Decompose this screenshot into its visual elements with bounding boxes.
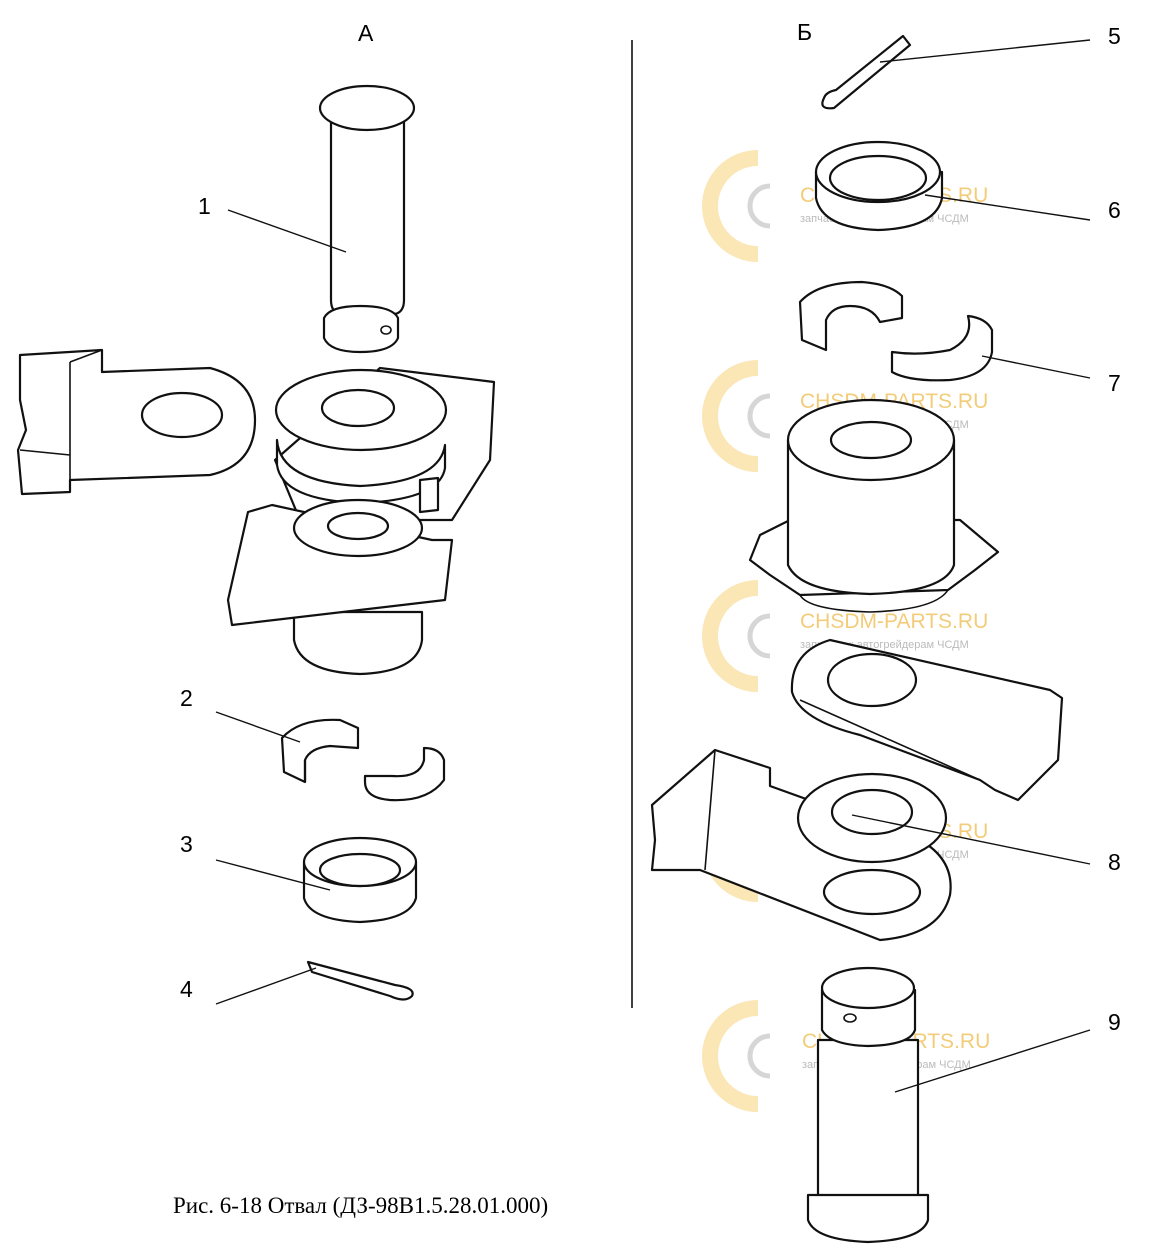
section-label-left: А: [358, 20, 374, 46]
callout-6: 6: [1108, 197, 1121, 223]
section-label-right: Б: [797, 19, 812, 45]
part-1-pin: [318, 84, 416, 354]
callout-2: 2: [180, 685, 193, 711]
callout-7: 7: [1108, 370, 1121, 396]
part-5-cotter-pin: [821, 34, 912, 110]
part-9-pin: [806, 966, 930, 1244]
part-3-ring: [302, 836, 418, 924]
right-lower-bracket: [650, 748, 952, 942]
callout-5: 5: [1108, 23, 1121, 49]
callout-4: 4: [180, 976, 193, 1002]
part-4-cotter-pin: [306, 960, 414, 1001]
figure-caption: Рис. 6-18 Отвал (ДЗ-98В1.5.28.01.000): [173, 1193, 548, 1218]
right-upper-plate: [790, 638, 1064, 802]
callout-3: 3: [180, 831, 193, 857]
bushing-on-plate: [748, 398, 1000, 613]
left-lower-plate: [226, 498, 454, 676]
watermark-title: CHSDM-PARTS.RU: [800, 610, 988, 633]
callout-leaders: [215, 39, 1091, 1093]
left-bracket: [16, 348, 257, 496]
part-7-half-rings: [798, 280, 994, 382]
callout-1: 1: [198, 193, 211, 219]
callout-8: 8: [1108, 849, 1121, 875]
part-6-ring: [814, 140, 944, 232]
part-2-half-rings: [280, 718, 446, 802]
left-washer-stack: [273, 366, 496, 522]
callout-9: 9: [1108, 1009, 1121, 1035]
